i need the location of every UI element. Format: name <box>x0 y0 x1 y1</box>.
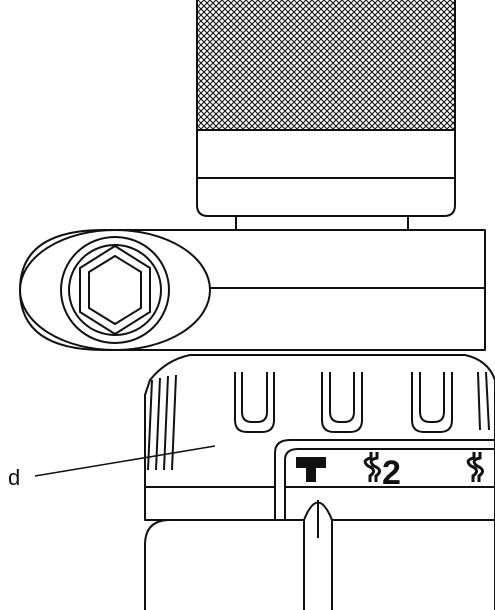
mode-symbols: 2 <box>296 452 484 492</box>
drill-body <box>144 519 495 610</box>
callout-label: d <box>8 465 20 490</box>
callout-leader-line <box>34 445 216 477</box>
hex-bolt-icon <box>79 245 151 335</box>
drill-bit-icon <box>363 452 381 482</box>
chuck-collar <box>235 215 409 231</box>
mode-window <box>274 439 495 520</box>
mode-number: 2 <box>382 454 401 492</box>
knurled-grip <box>197 0 455 130</box>
drill-bit-icon <box>466 452 484 482</box>
hammer-icon <box>296 457 326 482</box>
mode-selector-ring <box>144 354 495 521</box>
chuck-sleeve <box>196 0 456 217</box>
grip-ribs <box>147 371 490 471</box>
side-handle-clamp <box>19 229 486 351</box>
